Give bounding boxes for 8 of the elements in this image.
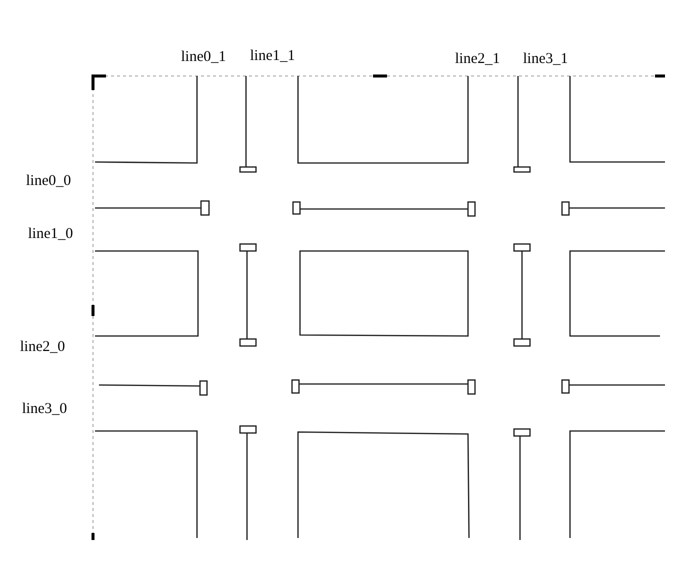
line-label: line1_1 bbox=[250, 48, 295, 64]
line-label: line3_0 bbox=[22, 401, 67, 417]
line-label: line1_0 bbox=[28, 226, 73, 242]
line-label: line2_1 bbox=[455, 51, 500, 67]
line-label: line2_0 bbox=[20, 339, 65, 355]
line-label: line0_0 bbox=[26, 173, 71, 189]
line-label: line0_1 bbox=[181, 49, 226, 65]
line-label: line3_1 bbox=[523, 51, 568, 67]
